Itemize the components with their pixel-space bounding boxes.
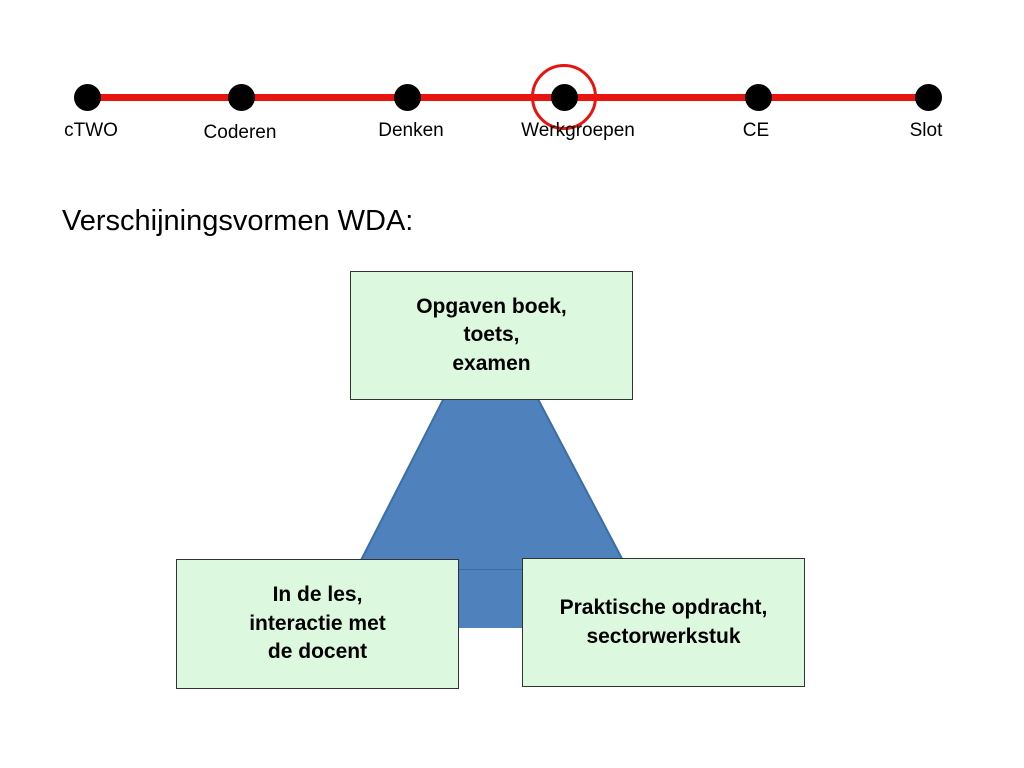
- page-heading: Verschijningsvormen WDA:: [62, 205, 414, 237]
- timeline-label-slot: Slot: [909, 120, 943, 141]
- timeline-dot-ctwo: [74, 84, 101, 111]
- current-stop-highlight-ring: [531, 64, 597, 130]
- timeline-dot-denken: [394, 84, 421, 111]
- timeline-label-ctwo: cTWO: [64, 120, 118, 141]
- timeline-label-werkgroepen: Werkgroepen: [521, 120, 635, 141]
- timeline-dot-coderen: [228, 84, 255, 111]
- timeline-dot-ce: [745, 84, 772, 111]
- timeline-label-ce: CE: [742, 120, 770, 141]
- timeline-line: [86, 94, 930, 101]
- box-praktische-opdracht: Praktische opdracht, sectorwerkstuk: [522, 558, 805, 687]
- timeline-dot-slot: [915, 84, 942, 111]
- triangle-base-fill: [459, 570, 523, 628]
- box-in-de-les: In de les, interactie met de docent: [176, 559, 459, 689]
- timeline-label-denken: Denken: [378, 120, 444, 141]
- timeline-label-coderen: Coderen: [203, 122, 277, 143]
- box-opgaven: Opgaven boek, toets, examen: [350, 271, 633, 400]
